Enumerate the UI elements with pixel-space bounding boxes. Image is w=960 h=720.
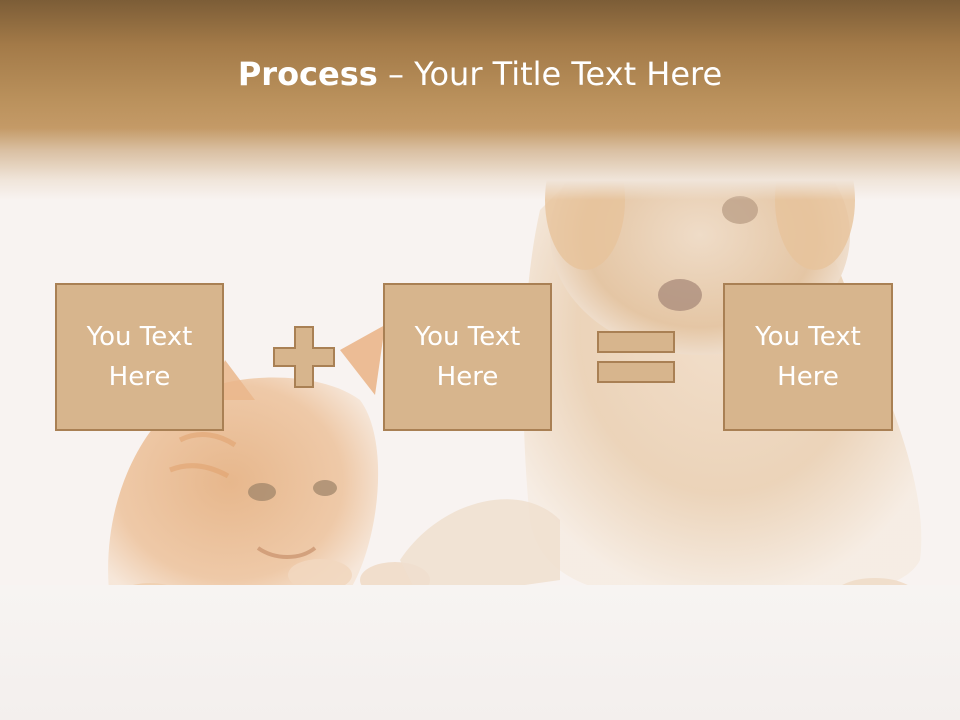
table-surface — [0, 585, 960, 720]
process-box-1-line2: Here — [108, 362, 171, 392]
title-bold-text: Process — [237, 55, 378, 93]
process-box-3[interactable]: You Text Here — [723, 283, 893, 431]
title-bar — [0, 0, 960, 200]
process-box-3-line1: You Text — [755, 322, 861, 352]
process-box-2-line1: You Text — [414, 322, 521, 352]
equals-icon — [597, 331, 675, 383]
title-rest-text: – Your Title Text Here — [377, 55, 723, 93]
slide-title: Process – Your Title Text Here — [0, 52, 960, 96]
process-box-2-line2: Here — [436, 362, 499, 392]
process-box-1-line1: You Text — [86, 322, 193, 352]
process-box-2[interactable]: You Text Here — [383, 283, 552, 431]
process-box-1[interactable]: You Text Here — [55, 283, 224, 431]
plus-icon — [273, 326, 335, 388]
process-box-3-line2: Here — [777, 362, 839, 392]
